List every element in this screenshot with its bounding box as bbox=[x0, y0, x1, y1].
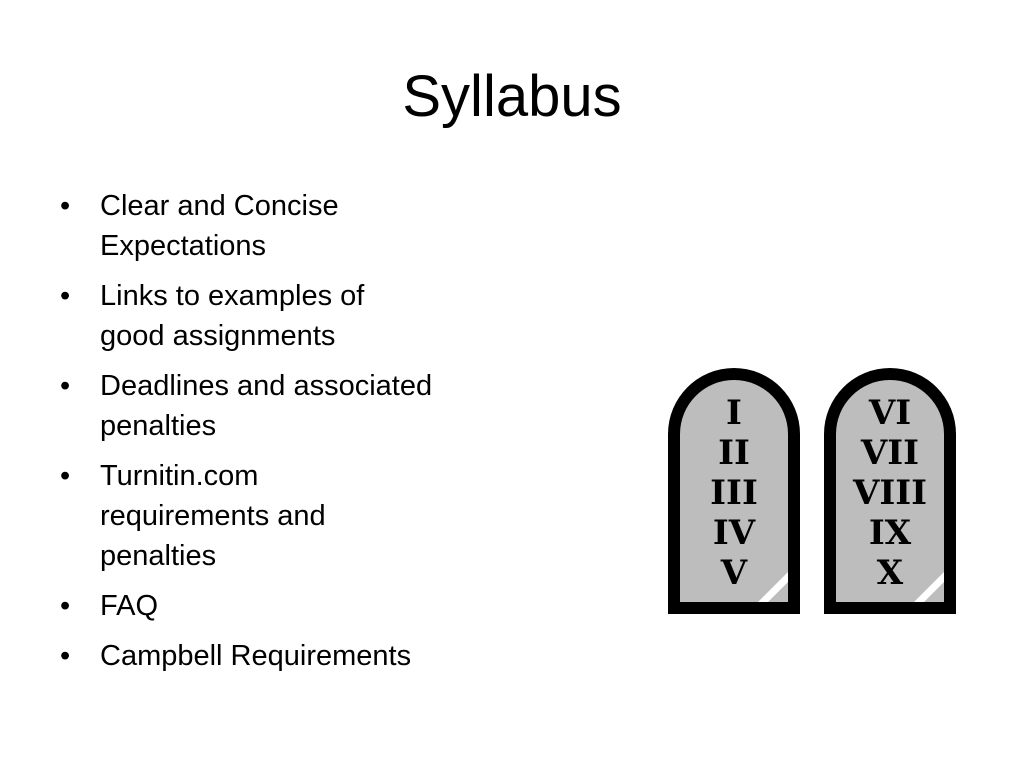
tablet-numeral: X bbox=[877, 553, 904, 593]
right-tablet: VI VII VIII IX X bbox=[824, 368, 956, 614]
left-tablet: I II III IV V bbox=[668, 368, 800, 614]
bullet-list: • Clear and Concise Expectations • Links… bbox=[58, 186, 518, 686]
left-tablet-stone bbox=[680, 380, 788, 602]
bullet-line: penalties bbox=[100, 410, 217, 442]
bullet-line: good assignments bbox=[100, 320, 336, 352]
tablet-numeral: IX bbox=[869, 513, 912, 553]
tablet-numeral: II bbox=[718, 433, 750, 473]
tablets-illustration: I II III IV V VI VII VIII IX X bbox=[668, 368, 956, 614]
bullet-line: Turnitin.com bbox=[100, 460, 259, 492]
commandment-tablets-icon: I II III IV V VI VII VIII IX X bbox=[666, 364, 960, 616]
bullet-item: • Campbell Requirements bbox=[58, 636, 518, 676]
bullet-marker: • bbox=[60, 370, 71, 402]
left-tablet-highlight bbox=[758, 572, 788, 602]
tablet-numeral: VI bbox=[868, 393, 911, 433]
bullet-line: penalties bbox=[100, 540, 217, 572]
bullet-item: • Turnitin.com requirements and penaltie… bbox=[58, 456, 518, 576]
tablet-numeral: VII bbox=[860, 433, 919, 473]
bullet-line: FAQ bbox=[100, 590, 159, 622]
bullet-line: requirements and bbox=[100, 500, 326, 532]
tablet-numeral: VIII bbox=[852, 473, 927, 513]
bullet-item: • Deadlines and associated penalties bbox=[58, 366, 518, 446]
bullet-marker: • bbox=[60, 280, 71, 312]
tablet-numeral: I bbox=[726, 393, 742, 433]
bullet-item: • Clear and Concise Expectations bbox=[58, 186, 518, 266]
bullet-marker: • bbox=[60, 640, 71, 672]
bullet-line: Clear and Concise bbox=[100, 190, 339, 222]
bullet-line: Deadlines and associated bbox=[100, 370, 433, 402]
bullet-marker: • bbox=[60, 460, 71, 492]
tablet-numeral: III bbox=[710, 473, 758, 513]
bullet-line: Expectations bbox=[100, 230, 267, 262]
right-tablet-highlight bbox=[914, 572, 944, 602]
tablet-numeral: IV bbox=[713, 513, 756, 553]
right-tablet-stone bbox=[836, 380, 944, 602]
bullet-marker: • bbox=[60, 190, 71, 222]
bullet-item: • Links to examples of good assignments bbox=[58, 276, 518, 356]
bullet-line: Links to examples of bbox=[100, 280, 365, 312]
slide-title: Syllabus bbox=[402, 64, 622, 129]
tablet-numeral: V bbox=[720, 553, 748, 593]
bullet-marker: • bbox=[60, 590, 71, 622]
bullet-item: • FAQ bbox=[58, 586, 518, 626]
bullet-line: Campbell Requirements bbox=[100, 640, 412, 672]
